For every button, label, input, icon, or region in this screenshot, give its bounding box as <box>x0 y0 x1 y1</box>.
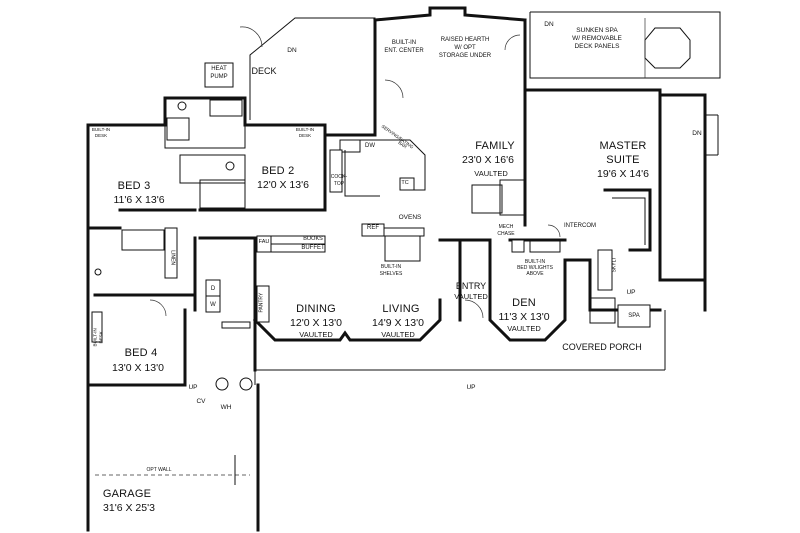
raised-hearth-label-1: RAISED HEARTH <box>440 37 490 43</box>
garage-dim: 31'6 X 25'3 <box>103 502 155 514</box>
heat-pump-label-1: HEAT <box>211 66 227 72</box>
books-label: BOOKS <box>303 236 323 242</box>
intercom-label: INTERCOM <box>564 223 596 229</box>
buffet-label: BUFFET <box>301 245 325 251</box>
living-dim: 14'9 X 13'0 <box>372 317 424 329</box>
den-note: VAULTED <box>507 324 541 333</box>
garage-label: GARAGE <box>102 488 152 500</box>
exterior-walls <box>86 6 721 532</box>
spa-deck-dn-label: DN <box>544 21 554 28</box>
dining-label: DINING <box>296 303 336 315</box>
dining-note: VAULTED <box>299 330 333 339</box>
shelves-label-1: BUILT-IN <box>380 264 402 270</box>
bed2-dim: 12'0 X 13'6 <box>257 179 309 191</box>
wh-label: WH <box>220 404 232 411</box>
deck-label: DECK <box>251 66 277 76</box>
dryer-label: D <box>210 286 216 292</box>
ref-label: REF <box>367 225 379 231</box>
dining-dim: 12'0 X 13'0 <box>290 317 342 329</box>
builtin-desk-c-label-2: DESK <box>98 331 104 344</box>
sunken-spa-label-3: DECK PANELS <box>574 43 620 50</box>
den-label: DEN <box>512 297 536 309</box>
dw-label: DW <box>365 143 375 149</box>
fixtures <box>91 26 719 391</box>
cv-label: CV <box>196 398 206 405</box>
master-suite-dim: 19'6 X 14'6 <box>597 168 649 180</box>
den-dim: 11'3 X 13'0 <box>498 311 550 323</box>
living-label: LIVING <box>382 303 420 315</box>
opt-wall-label: OPT WALL <box>146 467 172 473</box>
builtin-desk-a-label-2: DESK <box>94 133 108 138</box>
family-room-dim: 23'0 X 16'6 <box>462 154 514 166</box>
bed4-label: BED 4 <box>124 347 158 359</box>
builtin-desk-b-label-1: BUILT-IN <box>295 127 315 132</box>
mech-chase-label-1: MECH <box>498 224 514 230</box>
porch-up-label: UP <box>466 384 476 391</box>
sunken-spa-label-1: SUNKEN SPA <box>576 27 618 34</box>
skylt-label: SKYLT <box>611 256 618 273</box>
mech-chase-label-2: CHASE <box>497 231 515 237</box>
shelves-label-2: SHELVES <box>379 271 403 277</box>
bed3-label: BED 3 <box>117 180 151 192</box>
cooktop-label-1: COOK- <box>330 174 348 180</box>
builtin-bed-label-3: ABOVE <box>526 271 544 277</box>
builtin-bed-label-2: BED W/LIGHTS <box>517 265 553 271</box>
sunken-spa-label-2: W/ REMOVABLE <box>572 35 622 42</box>
raised-hearth-label-3: STORAGE UNDER <box>438 53 492 59</box>
fau-label: FAU <box>258 239 270 245</box>
builtin-desk-b-label-2: DESK <box>298 133 312 138</box>
tc-label: TC <box>401 180 409 186</box>
raised-hearth-label-2: W/ OPT <box>454 45 476 51</box>
master-dn-label: DN <box>692 130 702 137</box>
heat-pump-label-2: PUMP <box>210 74 228 80</box>
garage-up-label: UP <box>188 384 198 391</box>
ent-center-label-2: ENT. CENTER <box>384 48 424 54</box>
entry-label: ENTRY <box>455 281 487 291</box>
ent-center-label-1: BUILT-IN <box>391 40 417 46</box>
builtin-desk-a-label-1: BUILT-IN <box>91 127 111 132</box>
pantry-label: PANTRY <box>258 292 265 313</box>
spa-label: SPA <box>628 313 640 319</box>
bed2-label: BED 2 <box>261 165 295 177</box>
spa-up-label: UP <box>626 289 636 296</box>
master-suite-label-1: MASTER <box>599 140 647 152</box>
family-room-note: VAULTED <box>474 169 508 178</box>
builtin-bed-label-1: BUILT-IN <box>524 259 546 265</box>
family-room-label: FAMILY <box>475 140 515 152</box>
ovens-label: OVENS <box>398 214 422 221</box>
builtin-desk-c-label-1: BUILT-IN <box>92 328 98 347</box>
covered-porch-label: COVERED PORCH <box>562 342 642 352</box>
master-suite-label-2: SUITE <box>606 154 640 166</box>
linen-label: LINEN <box>169 250 176 265</box>
deck-dn-label: DN <box>287 47 297 54</box>
bed4-dim: 13'0 X 13'0 <box>112 362 164 374</box>
living-note: VAULTED <box>381 330 415 339</box>
bed3-dim: 11'6 X 13'6 <box>113 194 165 206</box>
entry-note: VAULTED <box>454 292 488 301</box>
washer-label: W <box>210 302 216 308</box>
cooktop-label-2: TOP <box>333 181 345 187</box>
